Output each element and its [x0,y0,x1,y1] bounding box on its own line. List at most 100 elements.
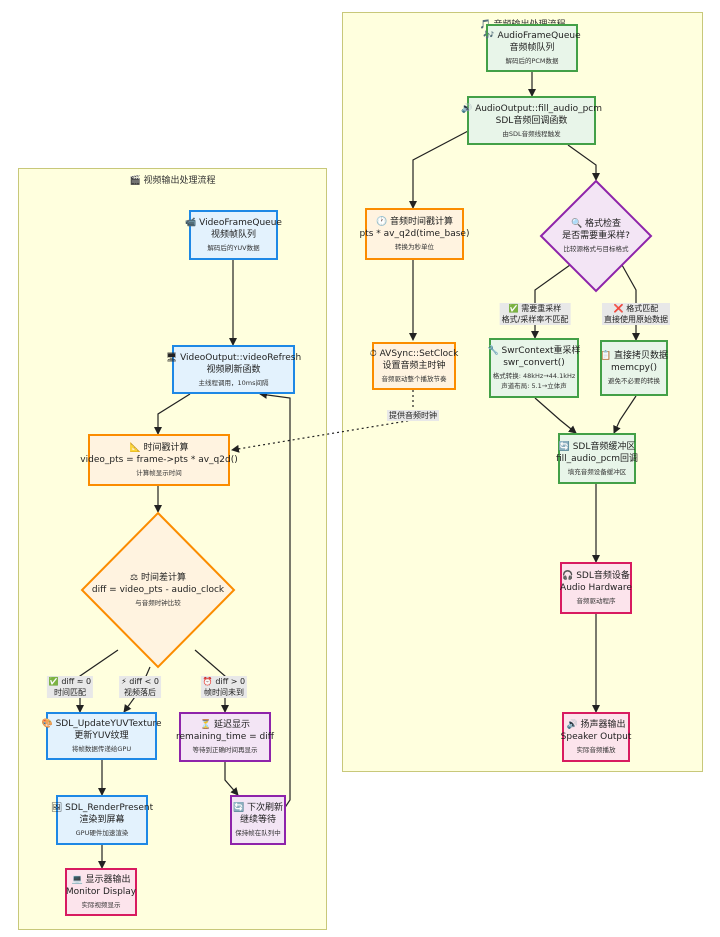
audio-frame-queue-node: 🎶 AudioFrameQueue 音频帧队列 解码后的PCM数据 [483,24,581,72]
delay-display-title: ⏳ 延迟显示 [199,720,251,730]
edge-label-diff-ahead: ⏰ diff > 0 帧时间未到 [200,676,248,698]
update-yuv-texture-sub: 将帧数据传递给GPU [71,745,132,753]
diff-calc-title: ⚖ 时间差计算 [130,573,186,583]
edge-label-need-resample-text: ✅ 需要重采样 格式/采样率不匹配 [501,304,569,324]
sdl-audio-buffer-title: 🔄 SDL音频缓冲区 [558,441,636,452]
render-present-node: 🖼 SDL_RenderPresent 渲染到屏幕 GPU硬件加速渲染 [51,795,153,845]
edge-memcpy-buffer [613,395,637,434]
memcpy-sub: 避免不必要的转换 [608,377,660,385]
sdl-audio-device-title: 🎧 SDL音频设备 [562,571,630,581]
diff-calc-line2: diff = video_pts - audio_clock [91,585,225,595]
format-check-diamond-shape [539,179,653,293]
audio-pts-calc-title: 🕐 音频时间戳计算 [375,217,454,227]
video-cluster-title: 🎬 视频输出处理流程 [129,176,216,186]
edge-label-diff-ahead-text: ⏰ diff > 0 帧时间未到 [202,677,246,697]
render-present-title: 🖼 SDL_RenderPresent [50,803,154,813]
monitor-output-node: 💻 显示器输出 Monitor Display 实际视频显示 [65,868,137,916]
sdl-audio-device-node: 🎧 SDL音频设备 Audio Hardware 音频驱动程序 [560,562,632,614]
sdl-audio-buffer-node: 🔄 SDL音频缓冲区 fill_audio_pcm回调 填充音频设备缓冲区 [555,433,639,484]
format-check-decision: 🔍 格式检查 是否需要重采样? 比较源格式与目标格式 [539,179,653,293]
swr-context-line2: swr_convert() [503,358,565,368]
video-refresh-node: 🖥 VideoOutput::videoRefresh 视频刷新函数 主线程调用… [166,345,301,394]
audio-frame-queue-sub: 解码后的PCM数据 [505,57,559,65]
video-frame-queue-node: 📹 VideoFrameQueue 视频帧队列 解码后的YUV数据 [185,210,282,260]
format-check-title: 🔍 格式检查 [570,219,622,229]
next-refresh-title: 🔄 下次刷新 [232,803,284,813]
timestamp-calc-sub: 计算帧显示时间 [136,469,182,477]
update-yuv-texture-node: 🎨 SDL_UpdateYUVTexture 更新YUV纹理 将帧数据传递给GP… [42,712,162,760]
swr-context-node: 🔧 SwrContext重采样 swr_convert() 格式转换: 48kH… [487,338,581,398]
timestamp-calc-title: 📐 时间戳计算 [129,443,189,453]
fill-audio-pcm-node: 🔊 AudioOutput::fill_audio_pcm SDL音频回调函数 … [461,96,602,145]
edge-label-diff-match: ✅ diff ≈ 0 时间匹配 [46,676,94,698]
edge-label-need-resample: ✅ 需要重采样 格式/采样率不匹配 [499,303,571,325]
edge-refresh-timestamp [154,393,191,435]
sdl-audio-device-line2: Audio Hardware [560,583,632,593]
monitor-output-title: 💻 显示器输出 [71,875,131,885]
timestamp-calc-line2: video_pts = frame->pts * av_q2d() [80,455,238,465]
edge-label-diff-behind-text: ⚡ diff < 0 视频落后 [121,677,159,697]
video-refresh-sub: 主线程调用，10ms间隔 [198,378,269,387]
audio-frame-queue-title: 🎶 AudioFrameQueue [483,31,581,41]
render-present-sub: GPU硬件加速渲染 [75,829,129,837]
memcpy-line2: memcpy() [610,363,658,373]
timestamp-calc-node: 📐 时间戳计算 video_pts = frame->pts * av_q2d(… [80,434,238,486]
edge-next-refresh [259,390,291,813]
swr-context-sub: 格式转换: 48kHz→44.1kHz [492,372,576,380]
render-present-line2: 渲染到屏幕 [79,815,125,825]
video-frame-queue-line2: 视频帧队列 [210,230,256,240]
diff-calc-decision: ⚖ 时间差计算 diff = video_pts - audio_clock 与… [80,511,236,669]
update-yuv-texture-title: 🎨 SDL_UpdateYUVTexture [41,719,162,729]
speaker-output-node: 🔊 扬声器输出 Speaker Output 实际音频播放 [560,712,632,762]
swr-context-sub2: 声道布局: 5.1→立体声 [501,382,567,390]
format-check-line2: 是否需要重采样? [562,231,630,241]
audio-pts-calc-node: 🕐 音频时间戳计算 pts * av_q2d(time_base) 转换为秒单位 [360,208,469,260]
format-check-sub: 比较源格式与目标格式 [563,245,629,253]
diff-calc-diamond-shape [80,511,236,669]
edge-swr-buffer [534,397,577,434]
edge-label-diff-behind: ⚡ diff < 0 视频落后 [119,676,161,698]
delay-display-line2: remaining_time = diff [176,732,274,742]
set-clock-node: ⏱ AVSync::SetClock 设置音频主时钟 音频驱动整个播放节奏 [369,342,459,390]
next-refresh-node: 🔄 下次刷新 继续等待 保持帧在队列中 [230,795,286,845]
edge-fill-pts [409,129,471,209]
speaker-output-sub: 实际音频播放 [576,746,616,754]
fill-audio-pcm-title: 🔊 AudioOutput::fill_audio_pcm [461,103,603,114]
sdl-audio-buffer-line2: fill_audio_pcm回调 [555,453,639,464]
monitor-output-line2: Monitor Display [65,887,137,897]
edge-label-format-match: ❌ 格式匹配 直接使用原始数据 [602,303,670,325]
delay-display-node: ⏳ 延迟显示 remaining_time = diff 等待到正确时间再显示 [176,712,274,762]
delay-display-sub: 等待到正确时间再显示 [192,746,258,754]
audio-pts-calc-line2: pts * av_q2d(time_base) [359,229,470,239]
set-clock-line2: 设置音频主时钟 [382,361,446,371]
diff-calc-sub: 与音频时钟比较 [135,599,181,607]
edge-setclock-timestamp [231,390,414,453]
audio-pts-calc-sub: 转换为秒单位 [395,243,434,251]
next-refresh-line2: 继续等待 [239,815,276,825]
audio-frame-queue-line2: 音频帧队列 [509,43,555,53]
next-refresh-sub: 保持帧在队列中 [235,829,281,837]
memcpy-node: 📋 直接拷贝数据 memcpy() 避免不必要的转换 [600,340,668,396]
edge-delay-next [224,762,239,796]
edge-label-provide-audio-clock-text: 提供音频时钟 [389,411,437,420]
fill-audio-pcm-line2: SDL音频回调函数 [495,115,568,126]
set-clock-sub: 音频驱动整个播放节奏 [381,375,447,383]
swr-context-title: 🔧 SwrContext重采样 [487,346,581,356]
edge-label-provide-audio-clock: 提供音频时钟 [387,410,439,421]
sdl-audio-device-sub: 音频驱动程序 [576,597,616,605]
video-frame-queue-sub: 解码后的YUV数据 [207,244,260,252]
memcpy-title: 📋 直接拷贝数据 [599,351,669,361]
speaker-output-line2: Speaker Output [560,732,632,742]
edge-label-format-match-text: ❌ 格式匹配 直接使用原始数据 [604,304,668,324]
edge-label-diff-match-text: ✅ diff ≈ 0 时间匹配 [48,677,92,697]
video-refresh-line2: 视频刷新函数 [206,364,261,375]
edge-fill-format [567,144,600,181]
sdl-audio-buffer-sub: 填充音频设备缓冲区 [567,467,627,476]
update-yuv-texture-line2: 更新YUV纹理 [74,731,129,741]
fill-audio-pcm-sub: 由SDL音频线程触发 [502,129,561,138]
speaker-output-title: 🔊 扬声器输出 [566,720,626,730]
video-refresh-title: 🖥 VideoOutput::videoRefresh [165,352,302,363]
set-clock-title: ⏱ AVSync::SetClock [369,349,459,359]
video-frame-queue-title: 📹 VideoFrameQueue [185,218,282,228]
monitor-output-sub: 实际视频显示 [81,901,121,909]
